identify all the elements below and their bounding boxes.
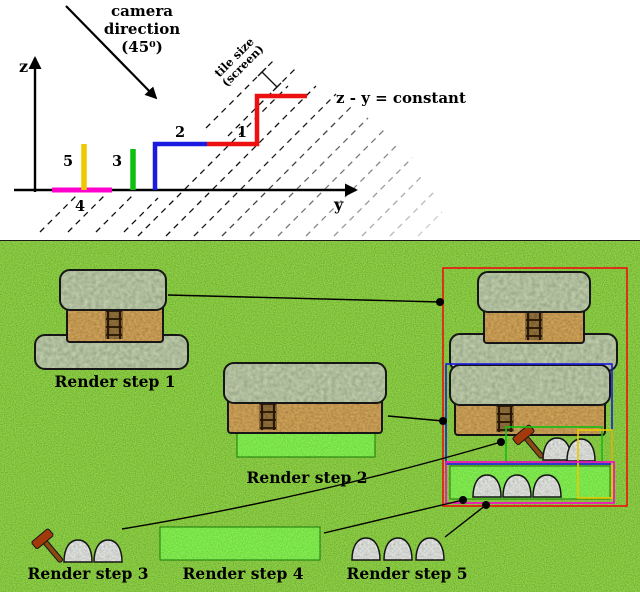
projection-diagram: z y camera direction (45⁰) tile size (sc… xyxy=(14,2,466,237)
step-2-segment xyxy=(152,141,207,190)
step-numbers: 1 2 3 4 5 xyxy=(63,124,247,215)
tool-sprite xyxy=(31,528,64,563)
connector-step2 xyxy=(387,415,444,422)
composite-result xyxy=(449,271,618,500)
render-step-3-label: Render step 3 xyxy=(27,564,148,583)
camera-label-line2: direction xyxy=(104,20,180,38)
render-step-4-sprite xyxy=(159,526,321,561)
roof-slab xyxy=(59,269,167,311)
bright-grass-strip xyxy=(159,526,321,561)
connector-step5 xyxy=(444,504,487,538)
constant-label: z - y = constant xyxy=(336,89,466,107)
step-number-1: 1 xyxy=(237,124,247,141)
render-step-1-sprite xyxy=(34,269,189,370)
render-step-1-label: Render step 1 xyxy=(54,372,175,391)
camera-direction-arrow xyxy=(65,5,158,100)
y-axis-label: y xyxy=(333,195,344,214)
camera-direction-label: camera direction (45⁰) xyxy=(104,2,180,56)
connector-dot-step2 xyxy=(439,417,447,425)
step-number-3: 3 xyxy=(112,153,122,170)
connector-dot-step1 xyxy=(436,298,444,306)
step-number-5: 5 xyxy=(63,153,73,170)
roof-slab xyxy=(477,271,591,313)
render-steps-scene: Render step 1 Render step 2 xyxy=(0,240,640,592)
step-number-4: 4 xyxy=(75,198,85,215)
highlight-box-step4 xyxy=(445,461,615,504)
connector-dot-step3 xyxy=(497,438,505,446)
render-step-5-sprite xyxy=(351,537,445,561)
camera-label-line3: (45⁰) xyxy=(121,38,163,56)
connector-step1 xyxy=(167,294,441,303)
tile-size-label: tile size (screen) xyxy=(212,35,267,90)
step-1-segment xyxy=(207,93,307,147)
camera-label-line1: camera xyxy=(111,2,173,20)
ladder xyxy=(496,401,514,432)
highlight-box-step1 xyxy=(442,267,628,507)
render-step-3-sprite xyxy=(31,528,123,563)
connector-dots xyxy=(436,298,505,509)
connector-step4 xyxy=(323,499,464,534)
tile-size-measure xyxy=(257,67,282,92)
render-step-2-label: Render step 2 xyxy=(246,468,367,487)
z-axis-label: z xyxy=(19,57,28,76)
connector-dot-step5 xyxy=(482,501,490,509)
render-step-2-sprite xyxy=(223,362,387,458)
connector-step3 xyxy=(121,441,502,530)
highlight-box-step2 xyxy=(445,363,613,465)
connector-lines xyxy=(121,294,502,538)
step-number-2: 2 xyxy=(175,124,185,141)
connector-dot-step4 xyxy=(459,496,467,504)
ladder xyxy=(525,307,543,340)
render-step-5-label: Render step 5 xyxy=(346,564,467,583)
roof-slab xyxy=(449,364,611,406)
highlight-box-step5 xyxy=(577,429,613,499)
render-step-4-label: Render step 4 xyxy=(182,564,303,583)
tool-sprite xyxy=(512,424,545,459)
bright-grass-strip xyxy=(449,465,611,500)
roof-slab xyxy=(223,362,387,404)
tile-hatch-lines xyxy=(39,57,443,237)
